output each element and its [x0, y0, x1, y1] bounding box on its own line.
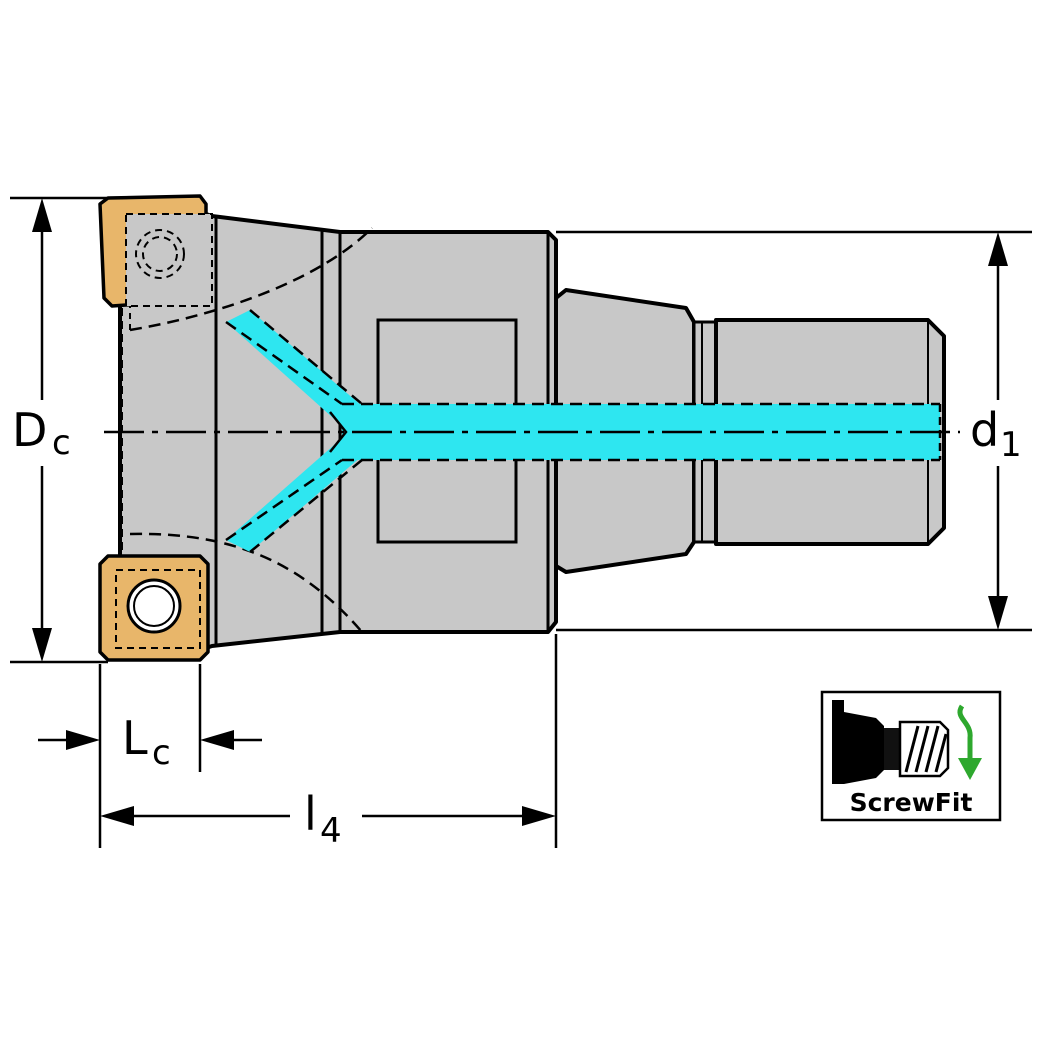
screwfit-logo: ScrewFit	[820, 690, 1002, 822]
insert-top	[98, 194, 213, 308]
label-lc: L c	[122, 711, 171, 773]
label-l4-main: l	[304, 787, 317, 841]
label-l4-sub: 4	[320, 811, 342, 851]
label-d1-main: d	[970, 403, 999, 457]
insert-bottom	[98, 554, 210, 662]
dimension-arrows	[32, 198, 1008, 826]
screwfit-label: ScrewFit	[850, 788, 973, 817]
coolant-lower	[226, 438, 362, 552]
insert-screw-hole	[126, 578, 182, 634]
dimension-lines	[10, 196, 1032, 848]
label-l4: l 4	[304, 787, 342, 851]
label-dc: D c	[12, 403, 71, 463]
coolant-upper	[226, 310, 362, 426]
label-d1: d 1	[970, 403, 1022, 465]
label-lc-main: L	[122, 711, 148, 765]
label-dc-main: D	[12, 403, 47, 457]
rotate-arrow-icon	[957, 704, 973, 762]
label-dc-sub: c	[52, 423, 71, 463]
screwfit-icon	[832, 700, 982, 784]
label-d1-sub: 1	[1000, 425, 1022, 465]
label-lc-sub: c	[152, 733, 171, 773]
coolant-channels	[225, 309, 942, 553]
